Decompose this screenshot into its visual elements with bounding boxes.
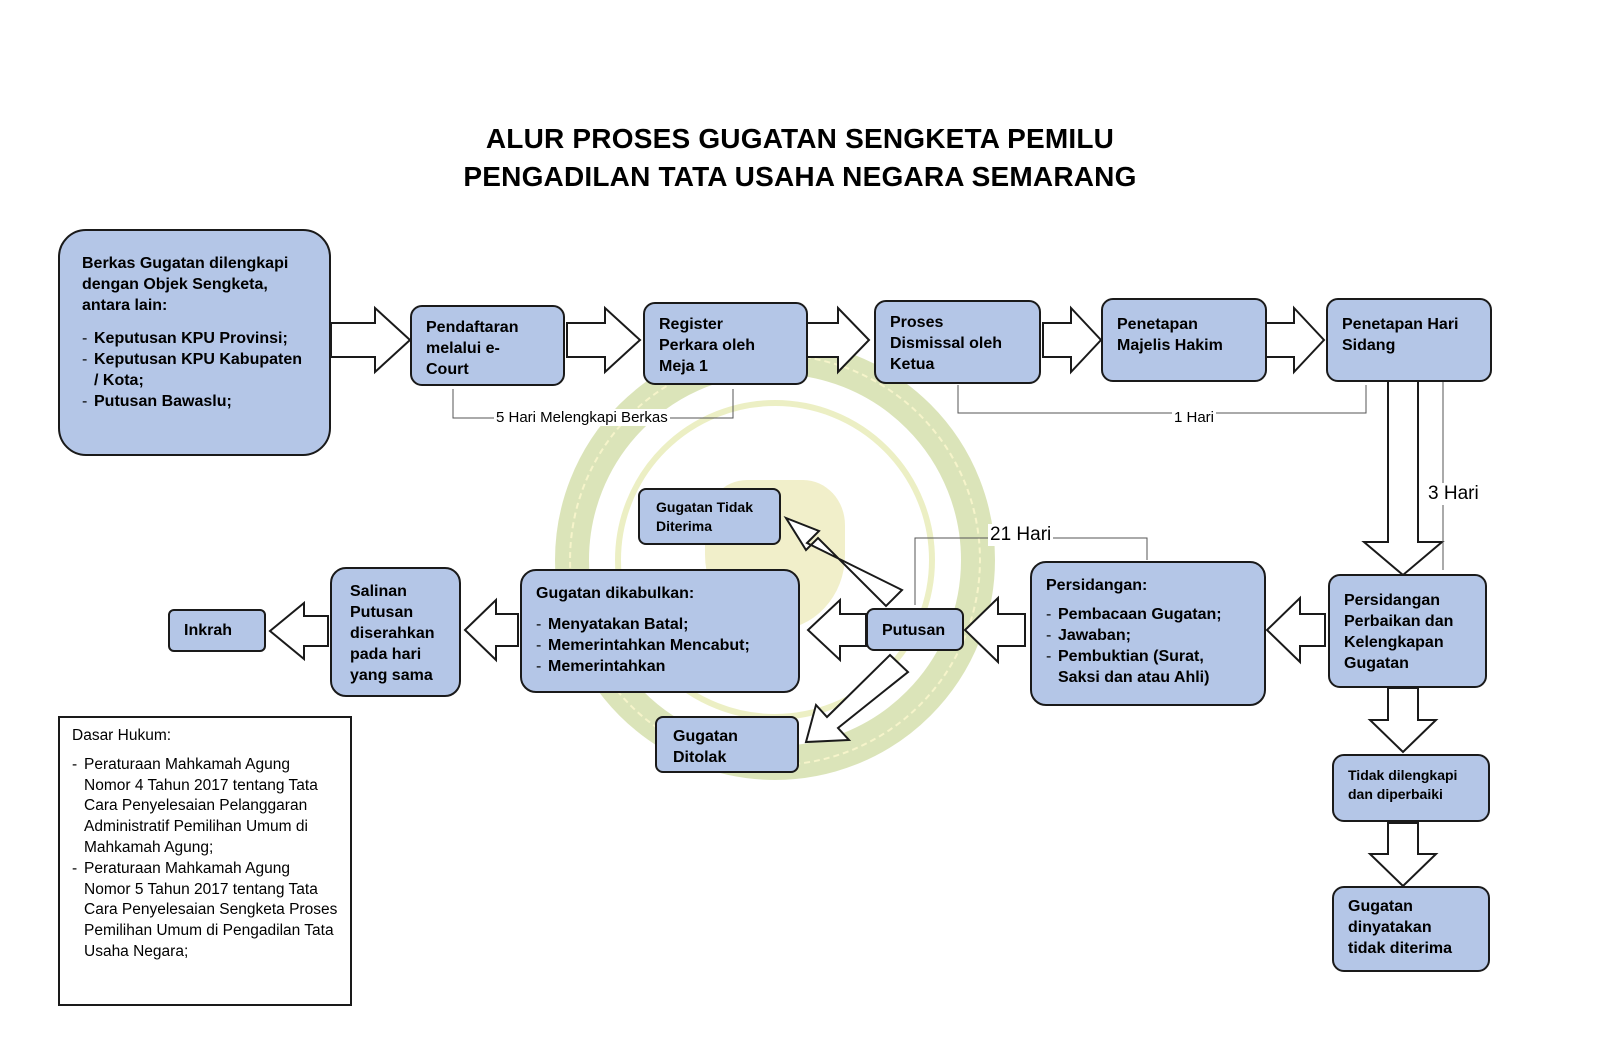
arrow-berkas-to-pendaftaran <box>330 305 412 375</box>
arrow-majelis-to-harisidang <box>1265 305 1326 375</box>
hari-sidang-line-1: Penetapan Hari <box>1342 316 1459 333</box>
dikabulkan-heading: Gugatan dikabulkan: <box>536 585 695 602</box>
legal-basis-box: Dasar Hukum: Peraturaan Mahkamah Agung N… <box>58 716 352 1006</box>
bracket-1-hari <box>957 385 1367 414</box>
dismissal-line-2: Dismissal oleh <box>890 335 1003 352</box>
persidangan-heading: Persidangan: <box>1046 577 1148 594</box>
node-dismissal: Proses Dismissal oleh Ketua <box>874 300 1041 384</box>
perbaikan-line-3: Kelengkapan <box>1344 634 1444 651</box>
register-line-3: Meja 1 <box>659 358 708 375</box>
dismissal-line-3: Ketua <box>890 356 935 373</box>
node-persidangan-perbaikan: Persidangan Perbaikan dan Kelengkapan Gu… <box>1328 574 1487 688</box>
arrow-putusan-to-ditolak <box>804 653 910 744</box>
node-hari-sidang: Penetapan Hari Sidang <box>1326 298 1492 382</box>
diagram-title-line-1: ALUR PROSES GUGATAN SENGKETA PEMILU <box>485 123 1115 154</box>
gugatan-tidak-diterima-line-1: Gugatan Tidak <box>656 499 753 515</box>
node-salinan-putusan: Salinan Putusan diserahkan pada hari yan… <box>330 567 461 697</box>
salinan-line-1: Salinan <box>350 583 407 600</box>
register-line-2: Perkara oleh <box>659 337 756 354</box>
arrow-tidakdilengkapi-to-final <box>1367 822 1439 888</box>
node-gugatan-tidak-diterima: Gugatan Tidak Diterima <box>638 488 781 545</box>
inkrah-label: Inkrah <box>184 622 233 639</box>
node-gugatan-dikabulkan: Gugatan dikabulkan: Menyatakan Batal; Me… <box>520 569 800 693</box>
arrow-harisidang-to-perbaikan <box>1361 379 1445 577</box>
salinan-line-2: Putusan <box>350 604 414 621</box>
gugatan-tidak-diterima-line-2: Diterima <box>656 518 713 534</box>
berkas-item-3: Putusan Bawaslu; <box>82 391 307 412</box>
hari-sidang-line-2: Sidang <box>1342 337 1396 354</box>
berkas-heading-2: dengan Objek Sengketa, <box>82 276 268 293</box>
tidak-diterima-final-line-2: dinyatakan <box>1348 919 1432 936</box>
dismissal-line-1: Proses <box>890 314 944 331</box>
salinan-line-3: diserahkan <box>350 625 435 642</box>
gugatan-ditolak-line-2: Ditolak <box>673 749 727 766</box>
perbaikan-line-4: Gugatan <box>1344 655 1409 672</box>
node-putusan: Putusan <box>866 608 964 651</box>
arrow-putusan-to-dikabulkan <box>806 597 867 663</box>
arrow-pendaftaran-to-register <box>566 305 642 375</box>
tidak-diterima-final-line-1: Gugatan <box>1348 898 1413 915</box>
berkas-item-1: Keputusan KPU Provinsi; <box>82 328 307 349</box>
pendaftaran-line-3: Court <box>426 361 469 378</box>
arrow-dikabulkan-to-salinan <box>463 597 519 663</box>
perbaikan-line-1: Persidangan <box>1344 592 1441 609</box>
salinan-line-4: pada hari <box>350 646 422 663</box>
persidangan-item-1: Pembacaan Gugatan; <box>1046 604 1250 625</box>
node-majelis-hakim: Penetapan Majelis Hakim <box>1101 298 1267 382</box>
arrow-dismissal-to-majelis <box>1042 305 1103 375</box>
diagram-title-line-2: PENGADILAN TATA USAHA NEGARA SEMARANG <box>463 161 1137 192</box>
node-register: Register Perkara oleh Meja 1 <box>643 302 808 385</box>
node-berkas-gugatan: Berkas Gugatan dilengkapi dengan Objek S… <box>58 229 331 456</box>
berkas-item-2: Keputusan KPU Kabupaten / Kota; <box>82 349 307 391</box>
duration-5-hari-label: 5 Hari Melengkapi Berkas <box>494 409 670 426</box>
legal-item-2: Peraturaan Mahkamah Agung Nomor 5 Tahun … <box>72 859 338 963</box>
majelis-line-1: Penetapan <box>1117 316 1198 333</box>
tidak-dilengkapi-line-2: dan diperbaiki <box>1348 786 1443 802</box>
arrow-salinan-to-inkrah <box>268 600 329 662</box>
legal-heading: Dasar Hukum: <box>72 727 172 744</box>
duration-3-hari-label: 3 Hari <box>1426 483 1481 505</box>
dikabulkan-item-3: Memerintahkan <box>536 656 784 677</box>
persidangan-item-3: Pembuktian (Surat, Saksi dan atau Ahli) <box>1046 646 1250 688</box>
pendaftaran-line-2: melalui e- <box>426 340 500 357</box>
gugatan-ditolak-line-1: Gugatan <box>673 728 738 745</box>
node-persidangan: Persidangan: Pembacaan Gugatan; Jawaban;… <box>1030 561 1266 706</box>
node-gugatan-tidak-diterima-final: Gugatan dinyatakan tidak diterima <box>1332 886 1490 972</box>
arrow-putusan-to-tidakditerima <box>783 515 904 608</box>
salinan-line-5: yang sama <box>350 667 433 684</box>
pendaftaran-line-1: Pendaftaran <box>426 319 519 336</box>
dikabulkan-item-1: Menyatakan Batal; <box>536 614 784 635</box>
node-inkrah: Inkrah <box>168 609 266 652</box>
node-gugatan-ditolak: Gugatan Ditolak <box>655 716 799 773</box>
duration-1-hari-label: 1 Hari <box>1172 409 1217 426</box>
putusan-label: Putusan <box>882 622 946 639</box>
arrow-perbaikan-to-persidangan <box>1265 595 1326 665</box>
arrow-persidangan-to-putusan <box>963 595 1026 665</box>
perbaikan-line-2: Perbaikan dan <box>1344 613 1454 630</box>
tidak-dilengkapi-line-1: Tidak dilengkapi <box>1348 767 1458 783</box>
register-line-1: Register <box>659 316 724 333</box>
berkas-heading-1: Berkas Gugatan dilengkapi <box>82 255 289 272</box>
legal-item-1: Peraturaan Mahkamah Agung Nomor 4 Tahun … <box>72 755 338 859</box>
dikabulkan-item-2: Memerintahkan Mencabut; <box>536 635 784 656</box>
majelis-line-2: Majelis Hakim <box>1117 337 1223 354</box>
arrow-perbaikan-to-tidakdilengkapi <box>1367 687 1439 754</box>
node-tidak-dilengkapi: Tidak dilengkapi dan diperbaiki <box>1332 754 1490 822</box>
node-pendaftaran: Pendaftaran melalui e- Court <box>410 305 565 386</box>
duration-21-hari-label: 21 Hari <box>988 524 1054 546</box>
persidangan-item-2: Jawaban; <box>1046 625 1250 646</box>
berkas-heading-3: antara lain: <box>82 297 168 314</box>
arrow-register-to-dismissal <box>805 305 871 375</box>
tidak-diterima-final-line-3: tidak diterima <box>1348 940 1453 957</box>
